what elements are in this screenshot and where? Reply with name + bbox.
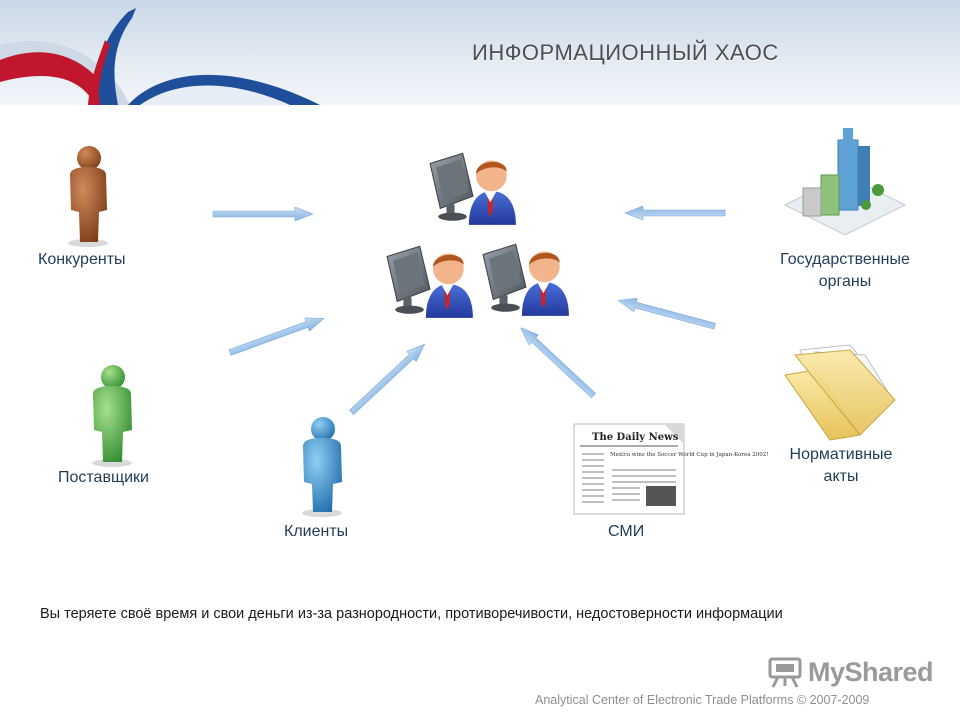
- label-government: Государственные органы: [766, 249, 924, 293]
- label-regulations: Нормативные акты: [779, 444, 903, 488]
- folder-icon: [784, 344, 896, 441]
- footer-copyright: Analytical Center of Electronic Trade Pl…: [535, 693, 870, 707]
- label-government-line2: органы: [818, 273, 872, 290]
- arrow-suppliers: [226, 311, 327, 360]
- arrow-government: [624, 206, 726, 220]
- label-clients: Клиенты: [284, 523, 349, 540]
- workstation-user-icon: [386, 245, 474, 319]
- buildings-icon: [783, 128, 907, 236]
- newspaper-masthead: The Daily News: [592, 432, 679, 443]
- label-regulations-line2: акты: [823, 468, 859, 485]
- person-blue-icon: [302, 417, 342, 517]
- workstation-user-icon: [429, 152, 517, 226]
- label-regulations-line1: Нормативные: [789, 446, 893, 463]
- label-suppliers: Поставщики: [58, 469, 149, 486]
- arrow-regulations: [615, 293, 718, 334]
- person-green-icon: [92, 365, 132, 467]
- presentation-board-icon: [768, 657, 802, 688]
- logo-text: MyShared: [808, 656, 934, 687]
- swoosh-logo-icon: [0, 8, 320, 105]
- label-government-line1: Государственные: [780, 251, 910, 268]
- page-title: ИНФОРМАЦИОННЫЙ ХАОС: [472, 40, 779, 65]
- arrow-media: [515, 322, 599, 401]
- newspaper-headline: Mexico wins the Soccer World Cup in Japa…: [610, 452, 769, 458]
- workstation-user-icon: [482, 243, 570, 317]
- label-competitors: Конкуренты: [38, 251, 126, 268]
- arrow-clients: [346, 338, 430, 418]
- arrow-competitors: [212, 207, 314, 221]
- newspaper-icon: The Daily News Mexico wins the Soccer Wo…: [573, 423, 769, 515]
- summary-message: Вы теряете своё время и свои деньги из-з…: [40, 606, 783, 622]
- myshared-logo: MyShared: [768, 656, 934, 688]
- person-brown-icon: [68, 146, 108, 247]
- header-band: ИНФОРМАЦИОННЫЙ ХАОС: [0, 0, 960, 105]
- label-media: СМИ: [608, 523, 645, 540]
